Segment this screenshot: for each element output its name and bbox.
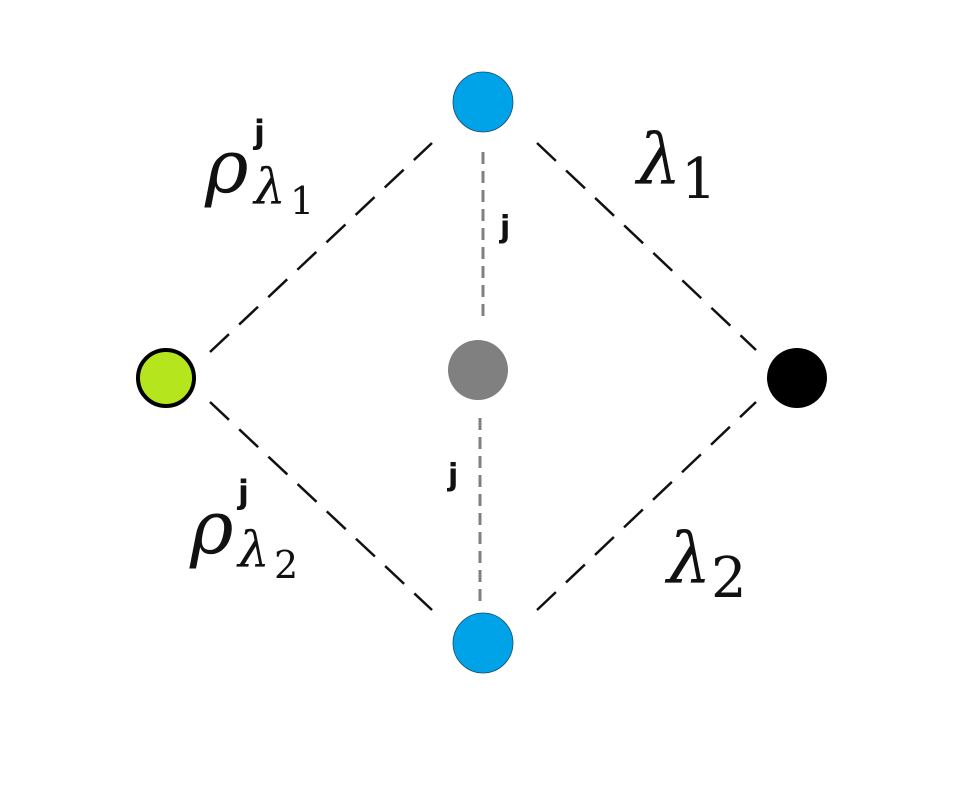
edge-bottom-right (536, 401, 757, 611)
edge-label-j-upper: j (499, 210, 510, 245)
lambda-index: 2 (711, 546, 747, 611)
lambda-symbol: λ (634, 119, 681, 201)
subscript-index: 1 (290, 179, 314, 223)
left-node (136, 348, 196, 408)
subscript-lambda: λ (236, 521, 270, 579)
rho-symbol: ρ (204, 124, 249, 210)
center-node (448, 340, 508, 400)
lambda-symbol: λ (664, 518, 711, 600)
edge-left-top (209, 142, 433, 353)
bottom-node (452, 612, 514, 674)
superscript-j: j (236, 473, 249, 511)
edge-left-bottom (209, 401, 433, 611)
label-lambda2: λ 2 (664, 518, 747, 611)
edge-label-j-lower: j (447, 458, 458, 493)
right-node (767, 348, 827, 408)
subscript-index: 2 (274, 543, 298, 587)
rho-symbol: ρ (189, 485, 234, 571)
label-rho-j-lambda1: ρ j λ 1 (204, 113, 314, 223)
lambda-index: 1 (681, 147, 717, 212)
edge-top-right (536, 142, 757, 351)
top-node (452, 71, 514, 133)
superscript-j: j (252, 113, 265, 151)
label-rho-j-lambda2: ρ j λ 2 (189, 473, 298, 587)
subscript-lambda: λ (252, 158, 286, 216)
label-lambda1: λ 1 (634, 119, 717, 212)
